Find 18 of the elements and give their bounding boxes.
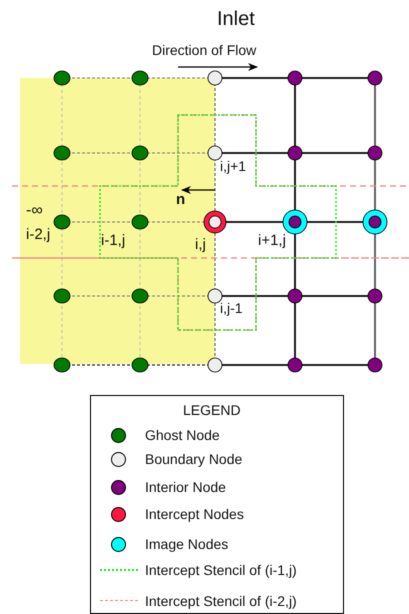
title: Inlet [216, 8, 255, 31]
node-label: i,j+1 [220, 158, 246, 174]
node-label: i,j-1 [220, 300, 243, 316]
node-label: -∞ [26, 202, 43, 220]
legend-label: Image Nodes [145, 536, 228, 552]
legend-label: Intercept Nodes [145, 506, 244, 522]
legend-label: Intercept Stencil of (i-2,j) [145, 593, 297, 609]
legend-label: Intercept Stencil of (i-1,j) [145, 562, 297, 578]
node-label: i+1,j [258, 232, 286, 249]
legend-title: LEGEND [183, 402, 241, 418]
vector-label: n [176, 191, 186, 208]
legend-label: Interior Node [145, 479, 226, 495]
node-label: i-1,j [101, 232, 126, 249]
node-label: i,j [195, 236, 206, 253]
legend-label: Ghost Node [145, 427, 220, 443]
caption: Direction of Flow [152, 42, 256, 58]
node-label: i-2,j [26, 226, 50, 243]
legend-label: Boundary Node [145, 451, 242, 467]
